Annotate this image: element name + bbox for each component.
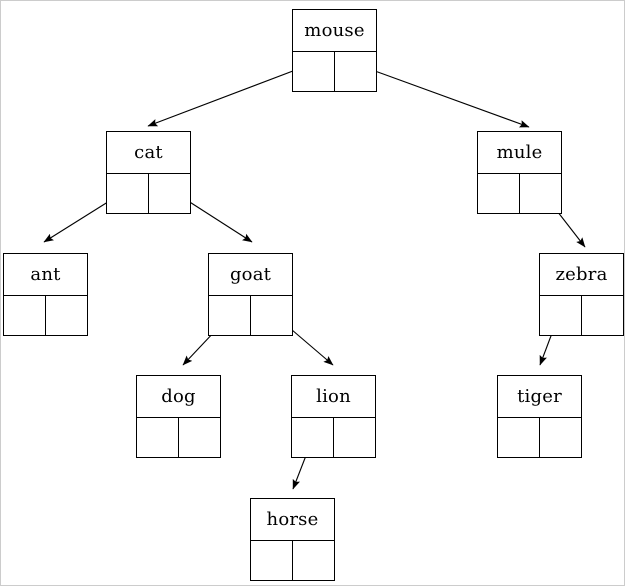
tree-node-dog: dog bbox=[136, 375, 221, 458]
node-pointer-row bbox=[478, 173, 561, 213]
left-pointer-cell-null bbox=[4, 296, 46, 335]
node-pointer-row bbox=[4, 295, 87, 335]
node-pointer-row bbox=[292, 417, 375, 457]
tree-node-lion: lion bbox=[291, 375, 376, 458]
right-pointer-cell-null bbox=[179, 418, 220, 457]
right-pointer-cell-linked bbox=[520, 174, 561, 213]
node-label: horse bbox=[266, 508, 319, 530]
left-pointer-cell-linked bbox=[293, 52, 335, 91]
tree-node-cat: cat bbox=[106, 131, 191, 214]
node-label: tiger bbox=[517, 385, 562, 407]
node-label: mule bbox=[496, 141, 543, 163]
edge-mouse-left-to-cat bbox=[147, 62, 315, 127]
right-pointer-cell-linked bbox=[251, 296, 292, 335]
right-pointer-cell-null bbox=[540, 418, 581, 457]
node-label: dog bbox=[161, 385, 196, 407]
node-label: zebra bbox=[555, 263, 608, 285]
left-pointer-cell-null bbox=[498, 418, 540, 457]
node-pointer-row bbox=[498, 417, 581, 457]
left-pointer-cell-linked bbox=[292, 418, 334, 457]
node-pointer-row bbox=[107, 173, 190, 213]
right-pointer-cell-linked bbox=[149, 174, 190, 213]
node-label: mouse bbox=[304, 19, 365, 41]
tree-node-goat: goat bbox=[208, 253, 293, 336]
left-pointer-cell-null bbox=[478, 174, 520, 213]
tree-node-ant: ant bbox=[3, 253, 88, 336]
node-pointer-row bbox=[209, 295, 292, 335]
node-pointer-row bbox=[540, 295, 623, 335]
node-label: cat bbox=[134, 141, 163, 163]
right-pointer-cell-null bbox=[46, 296, 87, 335]
tree-node-mouse: mouse bbox=[292, 9, 377, 92]
left-pointer-cell-null bbox=[251, 541, 293, 580]
right-pointer-cell-null bbox=[334, 418, 375, 457]
left-pointer-cell-linked bbox=[540, 296, 582, 335]
right-pointer-cell-linked bbox=[335, 52, 376, 91]
tree-node-horse: horse bbox=[250, 498, 335, 581]
node-pointer-row bbox=[251, 540, 334, 580]
edge-mouse-right-to-mule bbox=[352, 62, 530, 128]
tree-node-tiger: tiger bbox=[497, 375, 582, 458]
node-pointer-row bbox=[293, 51, 376, 91]
tree-node-zebra: zebra bbox=[539, 253, 624, 336]
left-pointer-cell-linked bbox=[209, 296, 251, 335]
left-pointer-cell-linked bbox=[107, 174, 149, 213]
node-label: ant bbox=[30, 263, 61, 285]
right-pointer-cell-null bbox=[582, 296, 623, 335]
node-pointer-row bbox=[137, 417, 220, 457]
node-label: lion bbox=[316, 385, 351, 407]
node-label: goat bbox=[229, 263, 272, 285]
right-pointer-cell-null bbox=[293, 541, 334, 580]
left-pointer-cell-null bbox=[137, 418, 179, 457]
tree-node-mule: mule bbox=[477, 131, 562, 214]
